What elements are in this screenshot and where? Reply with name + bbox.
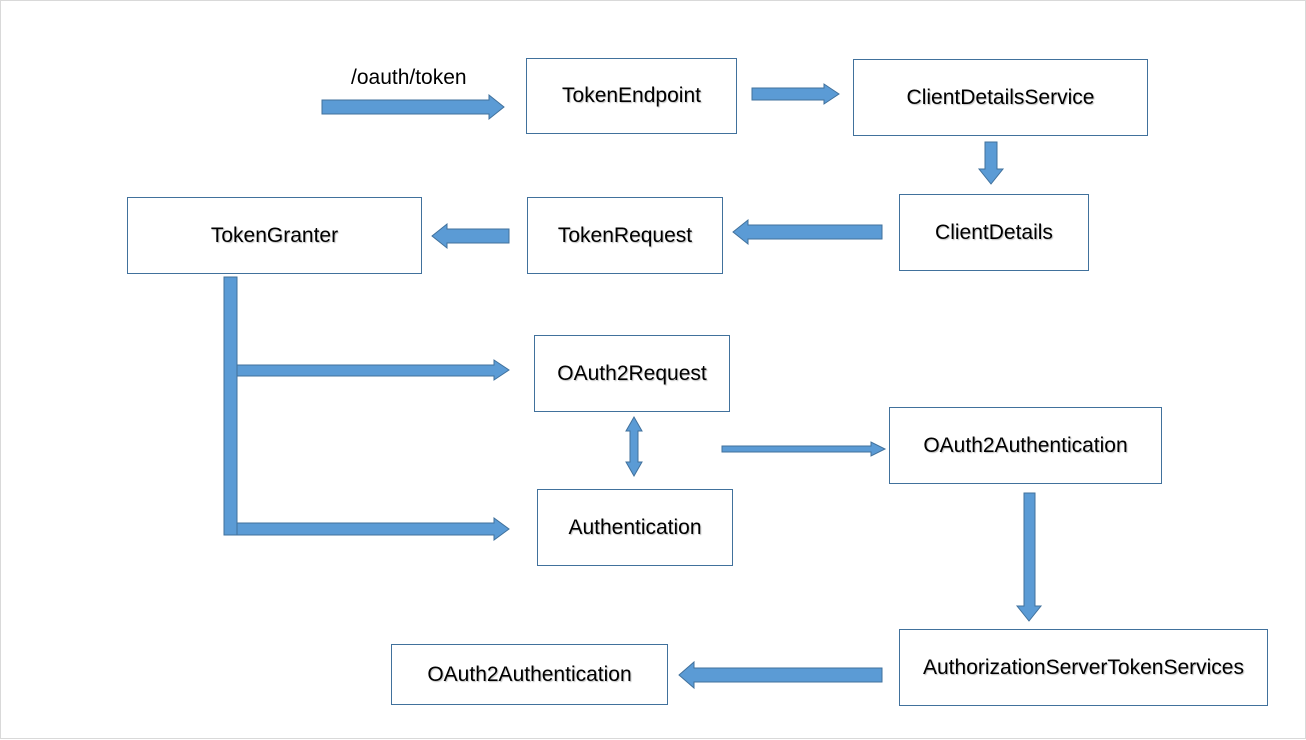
oauth2-request-box: OAuth2Request [534,335,730,412]
authorization-server-token-services-box: AuthorizationServerTokenServices [899,629,1268,706]
arrow-endpoint-to-client-details-service [751,83,840,105]
arrow-token-request-to-token-granter [431,222,510,250]
oauth-token-path-label: /oauth/token [351,66,467,89]
arrow-token-services-to-result [678,660,883,690]
arrow-client-details-to-token-request [732,218,883,246]
arrow-service-to-client-details [977,141,1005,185]
arrow-granter-to-authentication [236,517,510,541]
authentication-box: Authentication [537,489,733,566]
token-endpoint-box: TokenEndpoint [526,58,737,134]
arrow-authentication-to-token-services [1015,492,1043,622]
client-details-service-box: ClientDetailsService [853,59,1148,136]
oauth2-authentication-box: OAuth2Authentication [889,407,1162,484]
arrow-to-oauth2-authentication [721,441,887,457]
oauth2-authentication-result-box: OAuth2Authentication [391,644,668,705]
arrow-request-authentication-bidirectional [625,415,643,478]
token-granter-box: TokenGranter [127,197,422,274]
arrow-granter-to-oauth2-request [236,359,510,381]
token-granter-trunk [223,276,238,536]
client-details-box: ClientDetails [899,194,1089,271]
token-request-box: TokenRequest [527,197,723,274]
arrow-into-token-endpoint [321,93,505,121]
